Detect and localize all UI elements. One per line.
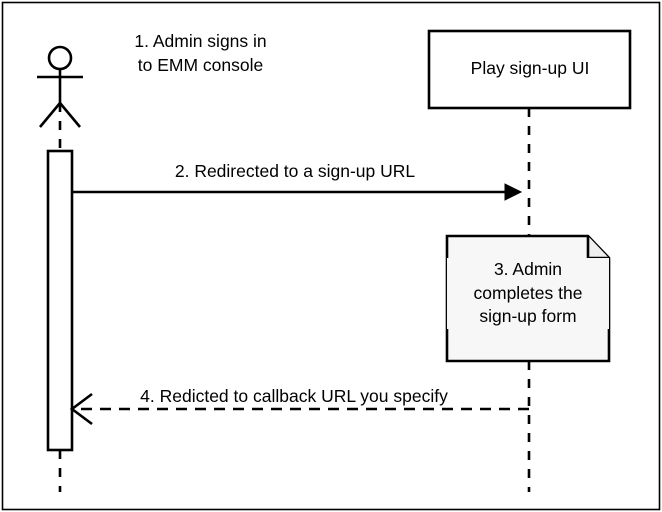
note-admin-completes-signup-form (445, 234, 611, 363)
actor-activation-bar (46, 149, 74, 452)
participant-box-play-sign-up-ui[interactable] (427, 29, 632, 110)
actor-stick-figure-icon (37, 45, 83, 128)
message-arrow-redirected-to-callback-url (69, 392, 529, 426)
message-arrow-redirected-to-signup-url (72, 183, 523, 201)
